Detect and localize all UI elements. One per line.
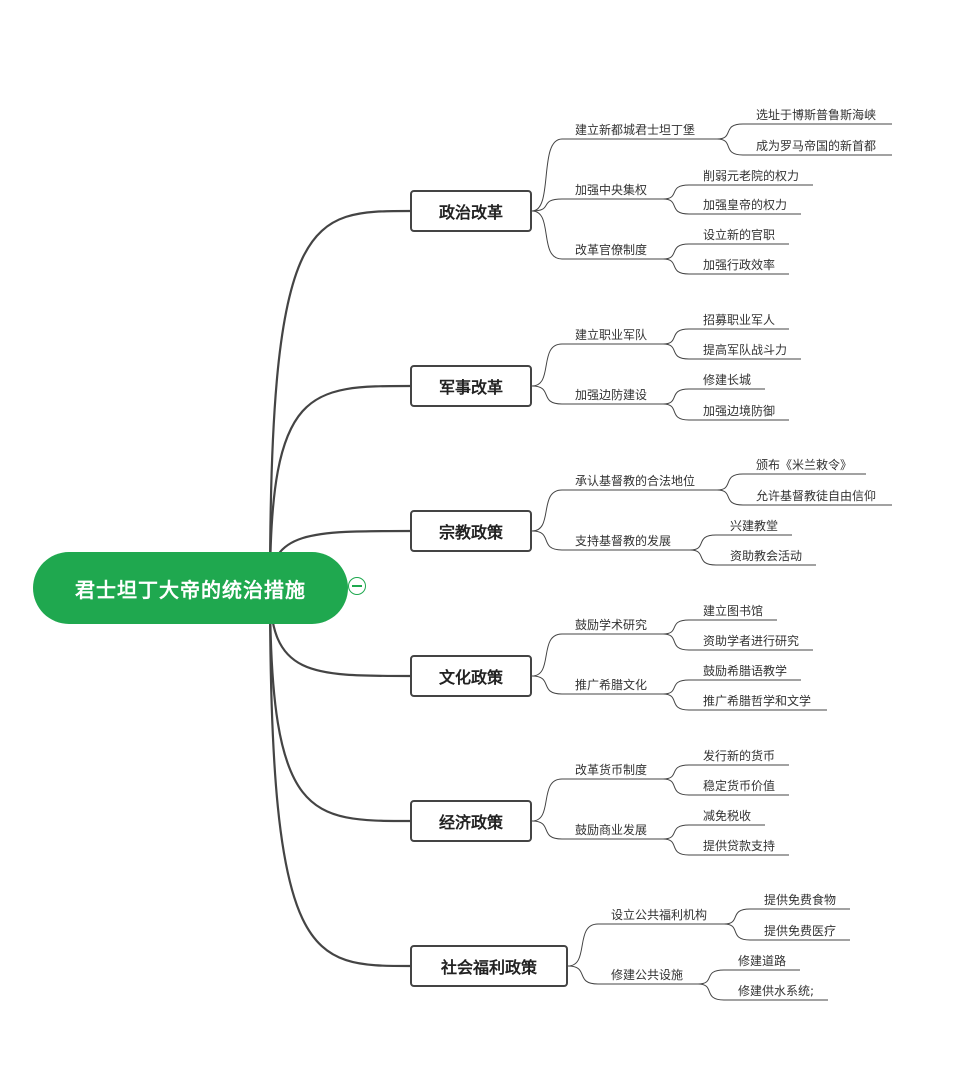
- leaf-label[interactable]: 允许基督教徒自由信仰: [756, 489, 877, 503]
- leaf-connector: [662, 778, 789, 796]
- branch-connector: [268, 587, 411, 823]
- leaf-connector: [697, 983, 828, 1001]
- leaf-connector: [723, 923, 850, 941]
- leaf-label[interactable]: 鼓励希腊语教学: [703, 664, 788, 678]
- leaf-connector: [662, 764, 789, 780]
- subtopic-label[interactable]: 鼓励学术研究: [575, 618, 648, 632]
- subtopic-label[interactable]: 改革官僚制度: [575, 243, 648, 257]
- leaf-connector: [662, 619, 777, 635]
- leaf-connector: [662, 258, 789, 275]
- leaf-label[interactable]: 削弱元老院的权力: [703, 169, 800, 183]
- subtopic-label[interactable]: 修建公共设施: [611, 968, 684, 982]
- leaf-label[interactable]: 加强皇帝的权力: [703, 198, 788, 212]
- branch-topic[interactable]: 经济政策: [410, 800, 532, 842]
- subtopic-label[interactable]: 加强边防建设: [575, 388, 648, 402]
- leaf-label[interactable]: 提供免费食物: [764, 893, 837, 907]
- leaf-label[interactable]: 加强边境防御: [703, 404, 776, 418]
- subtopic-connector: [531, 343, 663, 387]
- branch-topic[interactable]: 宗教政策: [410, 510, 532, 552]
- subtopic-label[interactable]: 建立新都城君士坦丁堡: [575, 123, 696, 137]
- subtopic-connector: [531, 675, 663, 695]
- subtopic-connector: [531, 633, 663, 677]
- subtopic-connector: [531, 489, 717, 532]
- leaf-label[interactable]: 兴建教堂: [730, 519, 779, 533]
- leaf-label[interactable]: 选址于博斯普鲁斯海峡: [756, 108, 877, 122]
- leaf-label[interactable]: 设立新的官职: [703, 228, 776, 242]
- leaf-connector: [716, 138, 892, 156]
- branch-topic[interactable]: 社会福利政策: [410, 945, 568, 987]
- leaf-label[interactable]: 提供贷款支持: [703, 839, 776, 853]
- subtopic-label[interactable]: 支持基督教的发展: [575, 534, 672, 548]
- subtopic-connector: [567, 965, 698, 985]
- leaf-connector: [716, 123, 892, 140]
- leaf-connector: [697, 969, 800, 985]
- leaf-label[interactable]: 加强行政效率: [703, 258, 776, 272]
- root-topic[interactable]: 君士坦丁大帝的统治措施: [33, 552, 348, 624]
- leaf-connector: [662, 824, 765, 840]
- leaf-connector: [716, 473, 866, 491]
- leaf-connector: [662, 328, 789, 345]
- leaf-connector: [662, 343, 801, 360]
- leaf-connector: [662, 243, 789, 260]
- leaf-label[interactable]: 稳定货币价值: [703, 779, 776, 793]
- subtopic-connector: [531, 385, 663, 405]
- subtopic-label[interactable]: 推广希腊文化: [575, 678, 648, 692]
- subtopic-label[interactable]: 加强中央集权: [575, 183, 648, 197]
- subtopic-label[interactable]: 建立职业军队: [575, 328, 648, 342]
- leaf-label[interactable]: 建立图书馆: [703, 604, 764, 618]
- subtopic-label[interactable]: 承认基督教的合法地位: [575, 474, 696, 488]
- leaf-connector: [662, 184, 813, 200]
- collapse-toggle-icon[interactable]: [348, 577, 366, 595]
- branch-topic[interactable]: 政治改革: [410, 190, 532, 232]
- leaf-label[interactable]: 招募职业军人: [703, 313, 776, 327]
- branch-connector: [268, 587, 411, 968]
- leaf-connector: [662, 388, 765, 405]
- leaf-label[interactable]: 发行新的货币: [703, 749, 776, 763]
- leaf-connector: [662, 693, 827, 711]
- subtopic-connector: [531, 530, 690, 551]
- subtopic-connector: [531, 210, 663, 260]
- leaf-connector: [689, 549, 816, 566]
- branch-topic[interactable]: 文化政策: [410, 655, 532, 697]
- leaf-connector: [662, 838, 789, 856]
- leaf-connector: [689, 534, 792, 551]
- subtopic-connector: [531, 138, 717, 212]
- subtopic-connector: [567, 923, 724, 967]
- leaf-connector: [662, 198, 801, 215]
- branch-connector: [268, 209, 411, 589]
- leaf-label[interactable]: 提供免费医疗: [764, 924, 837, 938]
- subtopic-label[interactable]: 鼓励商业发展: [575, 823, 648, 837]
- subtopic-label[interactable]: 设立公共福利机构: [611, 908, 708, 922]
- leaf-label[interactable]: 修建供水系统;: [738, 984, 815, 998]
- leaf-label[interactable]: 颁布《米兰敕令》: [756, 458, 853, 472]
- leaf-label[interactable]: 成为罗马帝国的新首都: [756, 139, 877, 153]
- leaf-label[interactable]: 推广希腊哲学和文学: [703, 694, 812, 708]
- leaf-label[interactable]: 修建长城: [703, 373, 752, 387]
- leaf-connector: [662, 633, 813, 651]
- subtopic-connector: [531, 198, 663, 212]
- leaf-label[interactable]: 资助学者进行研究: [703, 634, 800, 648]
- branch-topic[interactable]: 军事改革: [410, 365, 532, 407]
- leaf-connector: [662, 679, 801, 695]
- leaf-connector: [716, 489, 892, 506]
- leaf-label[interactable]: 提高军队战斗力: [703, 343, 788, 357]
- leaf-label[interactable]: 资助教会活动: [730, 549, 803, 563]
- leaf-label[interactable]: 修建道路: [738, 954, 787, 968]
- leaf-connector: [662, 403, 789, 421]
- leaf-connector: [723, 908, 850, 925]
- subtopic-connector: [531, 778, 663, 822]
- leaf-label[interactable]: 减免税收: [703, 809, 752, 823]
- subtopic-connector: [531, 820, 663, 840]
- branch-connector: [268, 384, 411, 589]
- subtopic-label[interactable]: 改革货币制度: [575, 763, 648, 777]
